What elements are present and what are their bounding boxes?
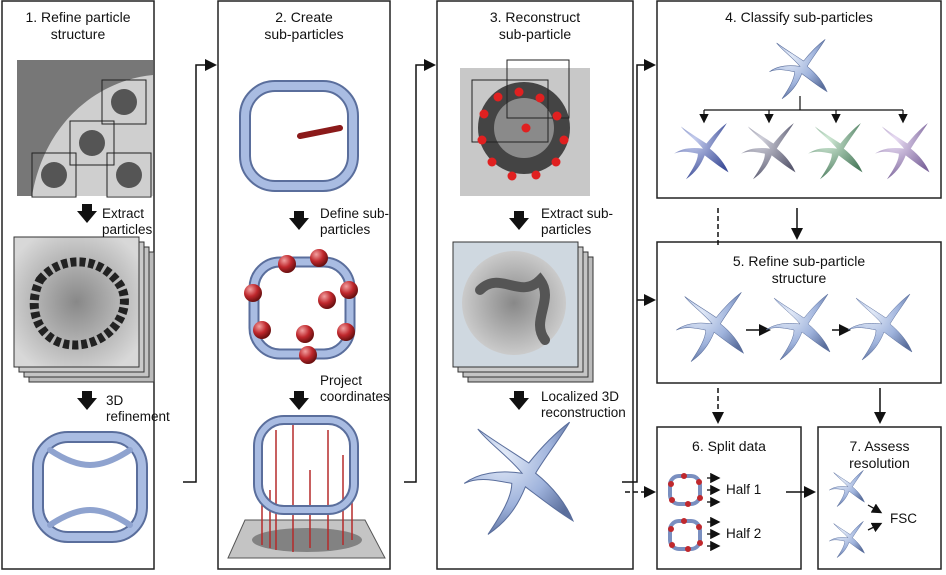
projection-image	[227, 415, 386, 559]
micrograph-image	[17, 60, 153, 198]
sub-particle-stack-image	[452, 241, 594, 383]
particle-structure-image	[32, 431, 148, 543]
connector-3-4	[622, 59, 656, 483]
panel-4-frame	[656, 0, 942, 199]
split-arrows	[707, 472, 721, 552]
fsc-arrow-2	[867, 522, 883, 533]
panel-6-frame	[656, 426, 802, 570]
sub-particle-vector-image	[239, 80, 359, 192]
fsc-label: FSC	[890, 511, 917, 526]
connector-2-3	[404, 59, 436, 483]
step-arrow-icon	[509, 218, 529, 230]
half-2-label: Half 2	[726, 526, 762, 541]
step-arrow-icon	[289, 398, 309, 410]
step-extract-sub-particles-label: Extract sub-particles	[541, 206, 614, 237]
panel-7-frame	[817, 426, 942, 570]
half-2-particle-image	[668, 518, 703, 552]
panel-4-title: 4. Classify sub-particles	[725, 9, 873, 25]
sub-particle-spheres-image	[244, 249, 358, 364]
projection-boxes-image	[460, 59, 590, 196]
classification-tree	[699, 96, 908, 124]
step-arrow-icon	[77, 211, 97, 223]
step-define-sub-particles-label: Define sub-particles	[320, 206, 390, 237]
step-arrow-icon	[77, 398, 97, 410]
half-1-label: Half 1	[726, 482, 762, 497]
step-arrow-icon	[509, 398, 529, 410]
panel-6-title: 6. Split data	[692, 438, 766, 454]
particle-stack-image	[13, 236, 155, 383]
step-arrow-icon	[289, 218, 309, 230]
fsc-arrow-1	[867, 503, 883, 514]
connector-1-2	[183, 59, 217, 483]
half-1-particle-image	[668, 473, 703, 507]
